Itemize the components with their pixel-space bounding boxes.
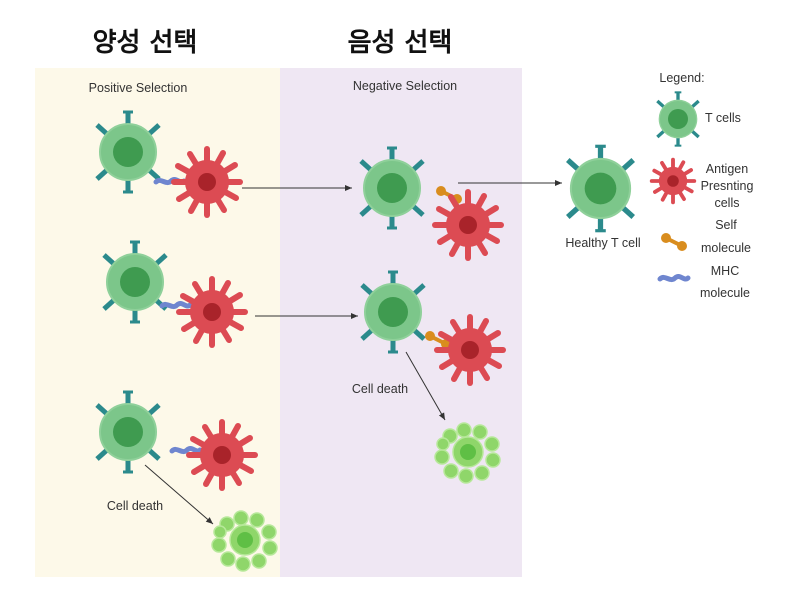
legend-self-label: Self xyxy=(715,218,737,232)
legend-apc-label: Presnting xyxy=(701,179,754,193)
legend-mhc-icon xyxy=(660,276,688,279)
positive-selection-label: Positive Selection xyxy=(89,81,188,95)
legend-t-cells-label: T cells xyxy=(705,111,741,125)
legend-mhc-label: molecule xyxy=(700,286,750,300)
healthy-t-cell-icon xyxy=(568,146,633,230)
positive-selection-title: 양성 선택 xyxy=(93,28,198,58)
legend: Legend: T cells Antigen Presnting cells … xyxy=(649,71,754,300)
cell-death-label: Cell death xyxy=(352,382,408,396)
legend-t-cell-icon xyxy=(655,90,701,148)
mhc-molecule-icon xyxy=(172,448,200,451)
legend-self-label: molecule xyxy=(701,241,751,255)
legend-apc-icon xyxy=(649,157,697,205)
arrow xyxy=(144,464,214,525)
legend-self-molecule-icon xyxy=(659,231,689,253)
legend-title: Legend: xyxy=(659,71,704,85)
positive-selection-panel xyxy=(35,68,280,577)
legend-mhc-label: MHC xyxy=(711,264,739,278)
cell-death-label: Cell death xyxy=(107,499,163,513)
healthy-t-cell-label: Healthy T cell xyxy=(565,236,640,250)
arrow xyxy=(405,351,446,421)
mhc-molecule-icon xyxy=(162,303,190,306)
legend-apc-label: Antigen xyxy=(706,162,748,176)
negative-selection-title: 음성 선택 xyxy=(348,28,453,58)
legend-apc-label: cells xyxy=(714,196,739,210)
negative-selection-label: Negative Selection xyxy=(353,79,457,93)
